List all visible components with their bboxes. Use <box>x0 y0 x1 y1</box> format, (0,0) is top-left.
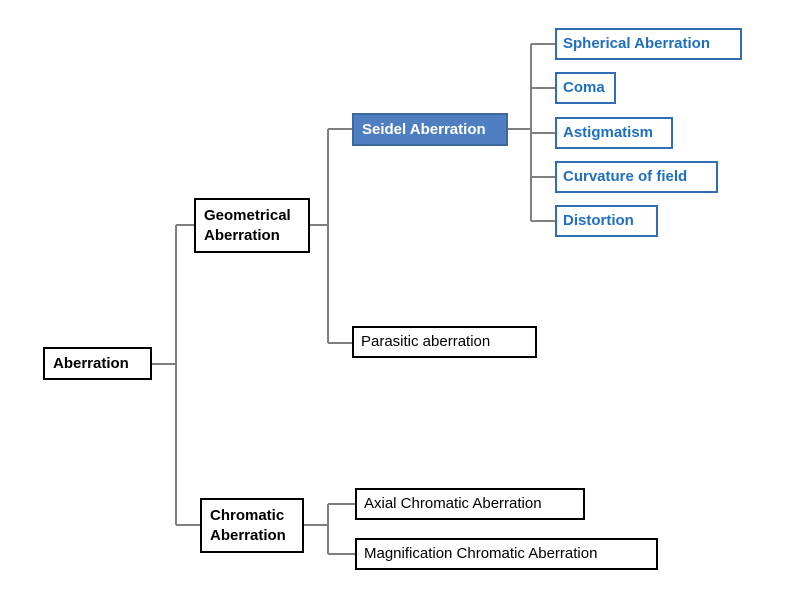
node-astigmatism: Astigmatism <box>555 117 673 149</box>
node-axial-chromatic-label: Axial Chromatic Aberration <box>364 495 542 512</box>
node-chromatic-label-line1: Chromatic <box>210 506 285 524</box>
node-aberration: Aberration <box>43 347 152 380</box>
node-chromatic-label-line2: Aberration <box>210 526 286 544</box>
node-geometrical-label-line2: Aberration <box>204 226 280 244</box>
node-geometrical-label-line1: Geometrical <box>204 206 291 224</box>
node-curvature-label: Curvature of field <box>563 168 688 185</box>
node-distortion: Distortion <box>555 205 658 237</box>
node-curvature-of-field: Curvature of field <box>555 161 718 193</box>
node-parasitic-aberration: Parasitic aberration <box>352 326 537 358</box>
node-geometrical-aberration: Geometrical Aberration <box>194 198 310 253</box>
node-aberration-label: Aberration <box>53 354 129 372</box>
node-axial-chromatic-aberration: Axial Chromatic Aberration <box>355 488 585 520</box>
node-spherical-aberration: Spherical Aberration <box>555 28 742 60</box>
node-spherical-label: Spherical Aberration <box>563 35 710 52</box>
node-coma: Coma <box>555 72 616 104</box>
node-astigmatism-label: Astigmatism <box>563 124 654 141</box>
node-seidel-label: Seidel Aberration <box>362 120 486 138</box>
node-chromatic-aberration: Chromatic Aberration <box>200 498 304 553</box>
node-magnification-chromatic-aberration: Magnification Chromatic Aberration <box>355 538 658 570</box>
node-seidel-aberration: Seidel Aberration <box>352 113 508 146</box>
node-distortion-label: Distortion <box>563 212 634 229</box>
node-parasitic-label: Parasitic aberration <box>361 333 491 350</box>
node-coma-label: Coma <box>563 79 605 96</box>
node-magnification-chromatic-label: Magnification Chromatic Aberration <box>364 545 598 562</box>
